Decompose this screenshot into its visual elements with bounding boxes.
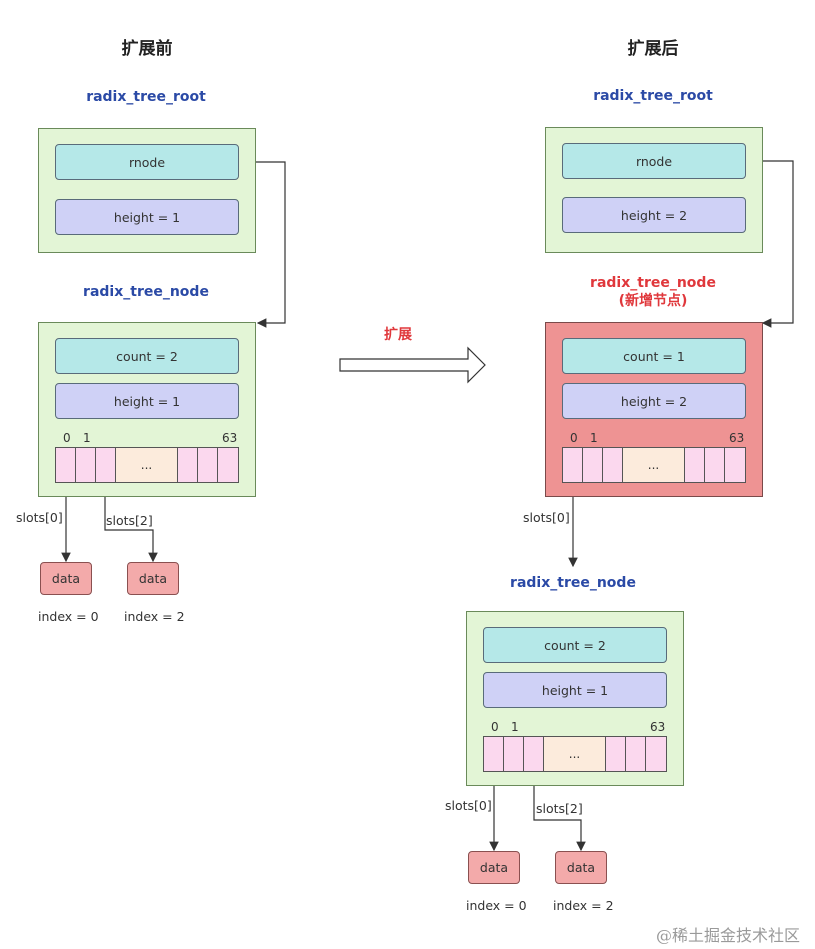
before-node-count-field: count = 2 (55, 338, 239, 374)
before-slot-1 (76, 448, 96, 482)
after-data-0: data (468, 851, 520, 884)
after-root-panel: rnode height = 2 (545, 127, 763, 253)
before-slot-index-0: 0 (63, 431, 71, 445)
before-data0-index: index = 0 (38, 609, 99, 624)
after-new-node-panel: count = 1 height = 2 0 1 63 ... (545, 322, 763, 497)
after-root-title: radix_tree_root (593, 88, 713, 104)
after-node-panel: count = 2 height = 1 0 1 63 ... (466, 611, 684, 786)
after-new-slot-2 (603, 448, 623, 482)
after-slot2-arrow (533, 755, 586, 852)
before-slot2-label: slots[2] (106, 513, 153, 528)
expand-label: 扩展 (384, 327, 412, 343)
before-data-0: data (40, 562, 92, 595)
after-slot2-label: slots[2] (536, 801, 583, 816)
after-new-slot-index-63: 63 (729, 431, 745, 445)
after-slot-index-1: 1 (511, 720, 519, 734)
before-root-panel: rnode height = 1 (38, 128, 256, 253)
before-node-title: radix_tree_node (83, 284, 209, 300)
after-slot-ellipsis: ... (544, 737, 606, 771)
before-node-panel: count = 2 height = 1 0 1 63 ... (38, 322, 256, 497)
after-slot-62 (626, 737, 646, 771)
before-slot-62 (198, 448, 218, 482)
after-new-slot-63 (725, 448, 744, 482)
after-node-count-field: count = 2 (483, 627, 667, 663)
after-new-slots-array: ... (562, 447, 746, 483)
after-new-node-subtitle: (新增节点) (618, 293, 688, 309)
after-new-slot-61 (685, 448, 705, 482)
before-rnode-field: rnode (55, 144, 239, 180)
before-slot-index-63: 63 (222, 431, 238, 445)
after-title: 扩展后 (627, 39, 679, 59)
after-new-node-height-field: height = 2 (562, 383, 746, 419)
watermark: @稀土掘金技术社区 (656, 926, 801, 945)
before-slot0-label: slots[0] (16, 510, 63, 525)
after-new-node-title: radix_tree_node (590, 275, 716, 291)
after-new-slot-0 (563, 448, 583, 482)
before-node-height-field: height = 1 (55, 383, 239, 419)
after-data0-index: index = 0 (466, 898, 527, 913)
before-slot-2 (96, 448, 116, 482)
after-rnode-field: rnode (562, 143, 746, 179)
after-new-slot0-label: slots[0] (523, 510, 570, 525)
before-slot-0 (56, 448, 76, 482)
after-slot-1 (504, 737, 524, 771)
after-node-title: radix_tree_node (510, 575, 636, 591)
after-new-slot-index-1: 1 (590, 431, 598, 445)
before-slot-ellipsis: ... (116, 448, 178, 482)
before-slot-61 (178, 448, 198, 482)
before-root-height-field: height = 1 (55, 199, 239, 235)
before-data2-index: index = 2 (124, 609, 185, 624)
expand-arrow (339, 346, 486, 384)
after-slot-2 (524, 737, 544, 771)
after-rnode-arrow (746, 160, 794, 328)
after-root-height-field: height = 2 (562, 197, 746, 233)
after-new-slot-index-0: 0 (570, 431, 578, 445)
before-title: 扩展前 (121, 39, 173, 59)
after-data-2: data (555, 851, 607, 884)
before-slots-array: ... (55, 447, 239, 483)
before-slot-index-1: 1 (83, 431, 91, 445)
after-new-node-count-field: count = 1 (562, 338, 746, 374)
after-new-slot-1 (583, 448, 603, 482)
after-node-height-field: height = 1 (483, 672, 667, 708)
before-root-title: radix_tree_root (86, 89, 206, 105)
after-new-slot-ellipsis: ... (623, 448, 685, 482)
before-slot-63 (218, 448, 237, 482)
before-rnode-arrow (239, 161, 286, 328)
after-slot-index-0: 0 (491, 720, 499, 734)
after-slot-61 (606, 737, 626, 771)
after-slot0-label: slots[0] (445, 798, 492, 813)
after-slot-0 (484, 737, 504, 771)
before-slot2-arrow (104, 465, 158, 563)
before-data-2: data (127, 562, 179, 595)
after-data2-index: index = 2 (553, 898, 614, 913)
after-new-slot-62 (705, 448, 725, 482)
after-slot-63 (646, 737, 665, 771)
after-slots-array: ... (483, 736, 667, 772)
after-slot-index-63: 63 (650, 720, 666, 734)
